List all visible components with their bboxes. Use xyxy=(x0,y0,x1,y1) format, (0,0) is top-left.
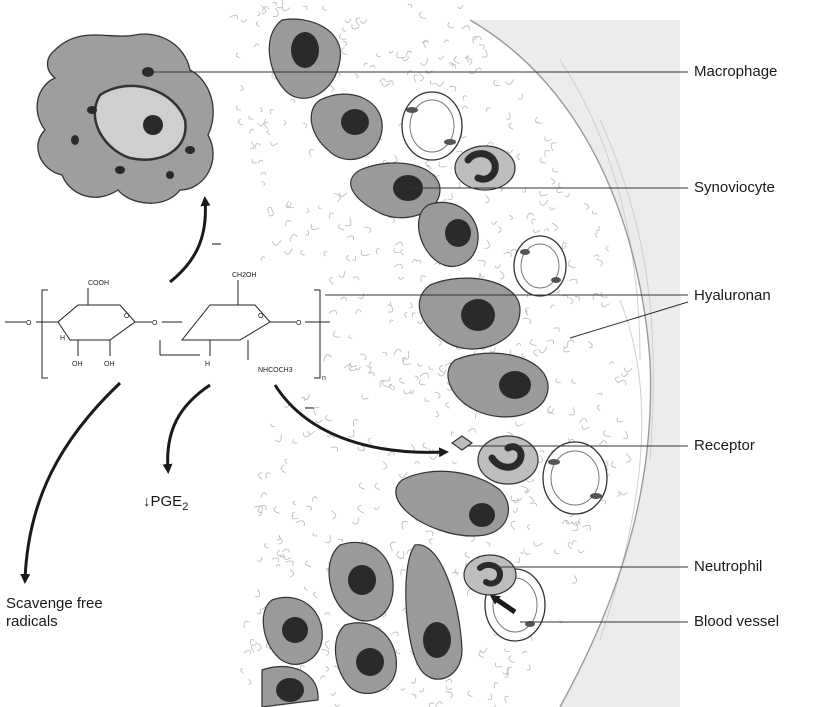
label-synoviocyte: Synoviocyte xyxy=(694,179,775,196)
arrow-to-receptor xyxy=(273,384,449,458)
synovial-surface xyxy=(469,19,652,707)
inhibit-sign-right: – xyxy=(305,399,314,416)
synoviocyte-cell xyxy=(395,470,509,537)
n-acetylglucosamine-ring xyxy=(180,304,271,341)
synoviocyte-cell xyxy=(261,665,319,707)
blood-vessel xyxy=(513,235,567,297)
pge2-text: PGE xyxy=(150,493,183,510)
ring-oxygen-3: O xyxy=(152,320,158,327)
blood-vessel xyxy=(542,441,608,515)
arrows xyxy=(20,196,449,584)
synoviocyte-cell xyxy=(417,201,479,268)
cooh-label: COOH xyxy=(88,280,109,287)
leader-line-hyaluronan-tissue xyxy=(569,301,689,339)
arrow-to-scavenge xyxy=(20,381,122,584)
label-blood-vessel: Blood vessel xyxy=(694,613,780,630)
bracket-right xyxy=(314,289,321,379)
neutrophil-migration-arrow xyxy=(489,594,517,615)
synoviocyte-cell xyxy=(268,18,341,99)
label-scavenge-free-radicals: Scavenge free radicals xyxy=(6,595,136,631)
label-macrophage: Macrophage xyxy=(694,63,778,80)
ch2oh-label: CH2OH xyxy=(232,272,257,279)
neutrophil-cell xyxy=(477,435,539,485)
nhcoch3-label: NHCOCH3 xyxy=(258,367,293,374)
pge2-subscript: 2 xyxy=(182,501,189,513)
h-label-1: H xyxy=(205,361,210,368)
oh-label-2: OH xyxy=(104,361,115,368)
synoviocyte-cell xyxy=(405,544,463,680)
scavenge-line-2: radicals xyxy=(6,613,58,630)
cartilage-fibers xyxy=(559,59,654,641)
synoviocyte-cell xyxy=(262,596,323,665)
ring-oxygen-5: O xyxy=(296,320,302,327)
scavenge-line-1: Scavenge free xyxy=(6,595,103,612)
arrow-to-pge2 xyxy=(162,383,211,474)
bracket-left xyxy=(41,289,48,379)
label-neutrophil: Neutrophil xyxy=(694,558,763,575)
inhibit-sign-top: – xyxy=(212,235,221,252)
synoviocyte-cell xyxy=(334,622,397,694)
synoviocyte-cells xyxy=(261,18,549,707)
synoviocyte-cell xyxy=(447,352,549,418)
label-hyaluronan: Hyaluronan xyxy=(694,287,771,304)
neutrophil-cell xyxy=(463,554,517,596)
ring-oxygen-2: O xyxy=(124,313,130,320)
arrow-to-macrophage xyxy=(169,196,211,284)
synoviocyte-cell xyxy=(418,277,521,350)
synoviocyte-cell xyxy=(328,541,394,622)
repeat-n-label: n xyxy=(322,375,326,382)
blood-vessels xyxy=(401,91,608,642)
pge2-down-arrow: ↓ xyxy=(143,493,151,510)
hyaluronan-structure xyxy=(5,280,330,379)
macrophage-cell xyxy=(36,33,214,204)
blood-vessel xyxy=(401,91,463,161)
glucuronic-ring xyxy=(57,304,136,341)
leader-lines xyxy=(150,71,689,623)
ring-oxygen-4: O xyxy=(258,313,264,320)
synoviocyte-cell xyxy=(310,93,383,160)
receptor-shape xyxy=(450,435,474,451)
label-pge2: ↓PGE2 xyxy=(143,493,188,516)
neutrophil-cell xyxy=(454,145,516,191)
ring-oxygen-1: O xyxy=(26,320,32,327)
label-receptor: Receptor xyxy=(694,437,755,454)
neutrophils xyxy=(454,145,539,615)
h-label-2: H xyxy=(60,335,65,342)
oh-label-1: OH xyxy=(72,361,83,368)
